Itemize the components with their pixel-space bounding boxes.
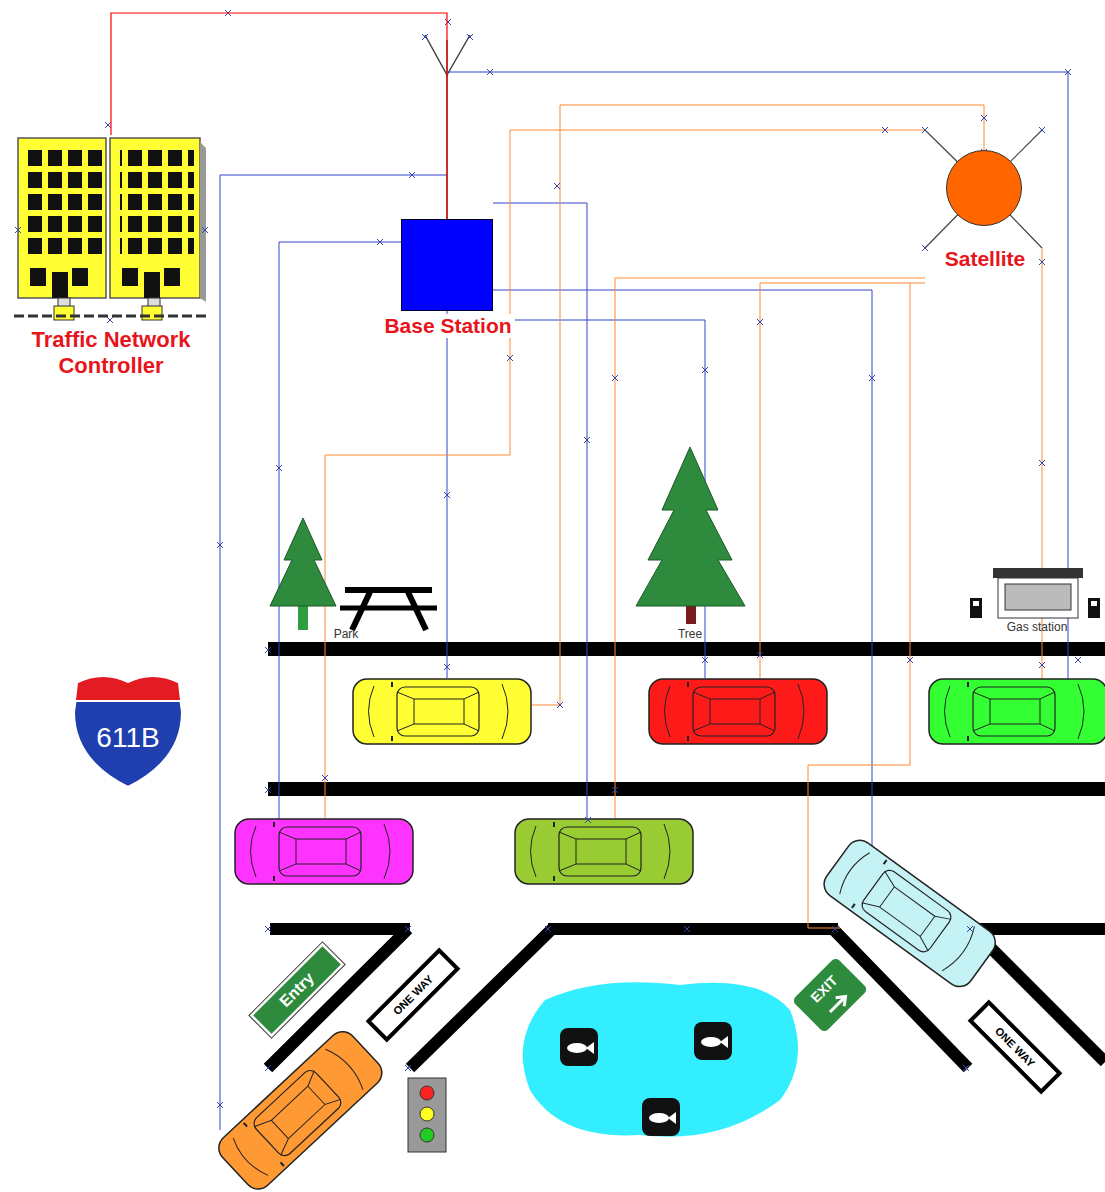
place-label: Tree	[678, 627, 702, 641]
label-holder: Traffic Network Controller	[8, 327, 214, 379]
network-link	[111, 13, 447, 219]
base-station-box: Base Station	[401, 219, 493, 311]
node-label: Base Station	[381, 314, 514, 338]
small-tree	[270, 518, 336, 630]
fish-icons	[560, 1022, 732, 1136]
gas-station	[970, 568, 1100, 618]
place-label: Gas station	[1007, 620, 1068, 634]
place-label: Park	[334, 627, 359, 641]
node-label: Satellite	[942, 247, 1029, 271]
route-number: 611B	[96, 722, 159, 754]
label-holder: Satellite	[905, 247, 1065, 271]
label-holder: Base Station	[342, 314, 554, 338]
picnic-table	[340, 590, 437, 630]
big-tree	[636, 447, 745, 624]
interstate-shield	[74, 677, 182, 787]
building-node: Traffic Network Controller	[8, 135, 214, 393]
node-label: Traffic Network Controller	[8, 327, 214, 379]
building	[14, 138, 210, 320]
satellite-circle: Satellite	[946, 150, 1022, 226]
